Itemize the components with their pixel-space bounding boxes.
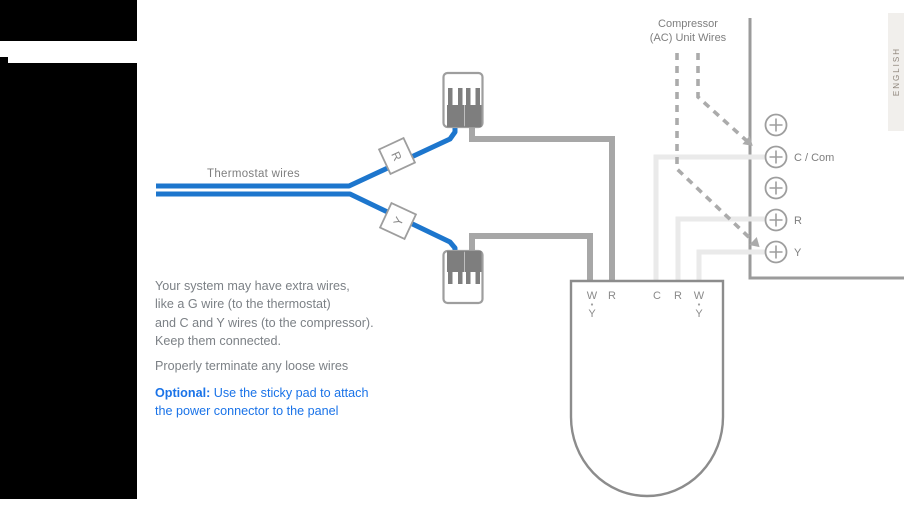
wire-r-gray (469, 124, 615, 284)
wire-tag-y-box (378, 201, 418, 241)
compressor-wires (675, 53, 757, 245)
thermostat-wires (156, 125, 458, 255)
wire-tag-r: R (377, 136, 417, 176)
compressor-label-line2: (AC) Unit Wires (650, 32, 727, 44)
wire-nut-bottom-prongs (447, 251, 482, 284)
arrowhead-icon (742, 135, 753, 146)
pc-label-right-c: C (653, 290, 661, 302)
terminal-label-c-com: C / Com (794, 152, 834, 164)
wire-nut-top (442, 71, 484, 129)
instruction-para1-line1: Your system may have extra wires, (155, 279, 350, 293)
language-tab: ENGLISH (888, 13, 904, 131)
power-connector-body (569, 279, 725, 498)
left-black-mask-top (0, 0, 137, 41)
pc-label-right-r: R (674, 290, 682, 302)
label-dot-icon (697, 303, 701, 306)
wire-nut-top-prongs (447, 88, 482, 127)
wire-w-gray (469, 233, 593, 284)
backplate-edge (748, 18, 904, 280)
instruction-para3-line1: Optional: Use the sticky pad to attach (155, 384, 465, 402)
left-black-mask-notch (0, 57, 8, 63)
wire-tag-r-box (377, 136, 417, 176)
instruction-para1-line3: and C and Y wires (to the compressor). (155, 315, 374, 330)
wire-nut-bottom (442, 249, 484, 305)
screw-plus-icons (769, 118, 783, 259)
compressor-wire-to-c (696, 53, 750, 144)
optional-label: Optional: (155, 386, 211, 401)
compressor-wires-label: Compressor (AC) Unit Wires (650, 18, 727, 44)
thermostat-wire-r (156, 125, 458, 189)
pc-label-right-w: W (694, 290, 705, 302)
label-dot-icon (590, 303, 594, 306)
instruction-text-block: Your system may have extra wires, like a… (155, 277, 465, 421)
terminal-label-y: Y (794, 247, 802, 259)
terminal-label-r: R (794, 215, 802, 227)
terminal-block: C / Com R Y (764, 113, 834, 264)
pc-label-left-r: R (608, 290, 616, 302)
instruction-para1-line4: Keep them connected. (155, 334, 282, 349)
left-black-mask-main (0, 63, 137, 499)
pc-label-right-y: Y (695, 308, 703, 320)
thermostat-wires-label: Thermostat wires (207, 168, 300, 180)
pc-label-left-w: W (587, 290, 598, 302)
power-connector-labels: W R Y C R W Y (587, 290, 705, 320)
connector-wires (469, 124, 615, 284)
language-tab-label: ENGLISH (891, 47, 901, 97)
compressor-wire-to-y (675, 53, 757, 245)
wire-r-light (675, 216, 766, 284)
pc-label-left-y: Y (588, 308, 596, 320)
wire-tag-y: Y (378, 201, 418, 241)
instruction-para3-rest: Use the sticky pad to attach (210, 386, 369, 401)
compressor-label-line1: Compressor (658, 18, 718, 30)
arrowhead-icon (749, 236, 760, 248)
wire-c-light (653, 154, 766, 284)
instruction-para3-line2: the power connector to the panel (155, 404, 339, 419)
terminal-wires (653, 154, 766, 284)
wire-y-light (696, 249, 766, 284)
instruction-para2: Properly terminate any loose wires (155, 358, 349, 373)
instruction-para1-line2: like a G wire (to the thermostat) (155, 297, 331, 312)
